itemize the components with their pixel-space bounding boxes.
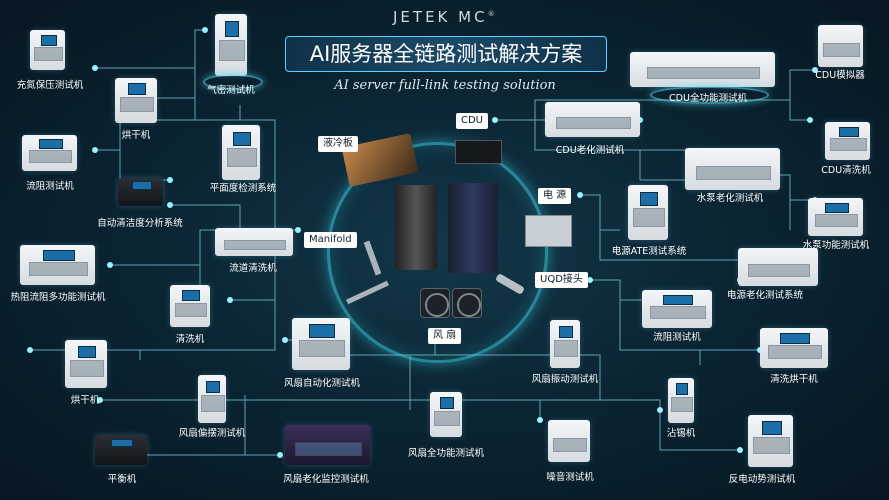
connector-dot <box>577 192 583 198</box>
connector-dot <box>27 347 33 353</box>
connector-dot <box>812 67 818 73</box>
connector-dot <box>92 147 98 153</box>
machine-image <box>685 148 780 190</box>
connector-dot <box>737 447 743 453</box>
machine-image <box>115 78 157 123</box>
server-rack-image <box>448 183 498 273</box>
connector-dot <box>295 227 301 233</box>
machine-image <box>285 425 370 465</box>
label-flow-channel-cleaner: 流道清洗机 <box>229 263 277 274</box>
label-power-ate-test-system: 电源ATE测试系统 <box>611 246 687 257</box>
machine-image <box>630 52 775 87</box>
cdu-module-image <box>455 140 502 164</box>
page-subtitle: AI server full-link testing solution <box>334 78 556 93</box>
machine-image <box>22 135 77 171</box>
machine-image <box>808 198 863 236</box>
connector-dot <box>167 202 173 208</box>
machine-image <box>760 328 828 368</box>
label-nitrogen-pressure-tester: 充氮保压测试机 <box>16 80 84 91</box>
connector-dot <box>282 337 288 343</box>
machine-image <box>20 245 95 285</box>
machine-image <box>825 122 870 160</box>
machine-image <box>30 30 65 70</box>
machine-image <box>748 415 793 467</box>
fan-image <box>420 288 450 318</box>
machine-image <box>430 392 462 437</box>
registered-mark: ® <box>487 10 498 18</box>
machine-image <box>738 248 818 286</box>
connector-dot <box>657 407 663 413</box>
connector-dot <box>97 397 103 403</box>
brand-logo: JETEK MC® <box>393 8 498 26</box>
label-back-emf-tester: 反电动势测试机 <box>728 474 796 485</box>
section-cdu: CDU <box>456 113 489 129</box>
label-fan-auto-tester: 风扇自动化测试机 <box>283 378 361 389</box>
section-uqd: UQD接头 <box>535 272 588 288</box>
page-title: AI服务器全链路测试解决方案 <box>285 36 607 72</box>
connector-dot <box>167 177 173 183</box>
section-power: 电 源 <box>538 188 572 204</box>
connector-dot <box>492 117 498 123</box>
machine-image <box>170 285 210 327</box>
label-hot-flow-resistance-multi-tester: 热阻流阻多功能测试机 <box>10 292 106 303</box>
label-noise-tester: 噪音测试机 <box>546 472 594 483</box>
label-flatness-detection-system: 平面度检测系统 <box>209 183 277 194</box>
fan-image <box>452 288 482 318</box>
center-ring <box>327 142 548 363</box>
label-fan-aging-monitor-tester: 风扇老化监控测试机 <box>283 474 369 485</box>
machine-image <box>642 290 712 328</box>
label-cdu-aging-tester: CDU老化测试机 <box>555 145 625 156</box>
label-fan-vibration-tester: 风扇振动测试机 <box>531 374 599 385</box>
machine-image <box>65 340 107 388</box>
label-balancing-machine: 平衡机 <box>107 474 137 485</box>
machine-image <box>668 378 694 423</box>
label-flow-resistance-tester-left: 流阻测试机 <box>26 181 74 192</box>
label-cleaning-machine: 清洗机 <box>175 334 205 345</box>
power-supply-image <box>525 215 572 247</box>
brand-logo-text: JETEK MC <box>393 8 488 26</box>
label-dryer-top: 烘干机 <box>121 130 151 141</box>
machine-image <box>548 420 590 462</box>
machine-image <box>222 125 260 180</box>
connector-dot <box>202 27 208 33</box>
section-manifold: Manifold <box>304 232 357 248</box>
label-power-aging-test-system: 电源老化测试系统 <box>726 290 804 301</box>
connector-dot <box>537 417 543 423</box>
connector-dot <box>107 262 113 268</box>
label-pump-function-tester: 水泵功能测试机 <box>802 240 870 251</box>
connector-dot <box>92 65 98 71</box>
machine-image <box>550 320 580 368</box>
label-airtight-tester: 气密测试机 <box>207 85 255 96</box>
label-cdu-full-function-tester: CDU全功能测试机 <box>669 93 747 104</box>
connector-dot <box>587 277 593 283</box>
label-pump-aging-tester: 水泵老化测试机 <box>696 193 764 204</box>
machine-image <box>545 102 640 137</box>
machine-image <box>95 435 147 465</box>
glow-base <box>203 74 263 90</box>
machine-image <box>118 178 163 206</box>
machine-image <box>628 185 668 240</box>
label-cleaning-dryer: 清洗烘干机 <box>770 374 818 385</box>
label-cdu-simulator: CDU模拟器 <box>815 70 865 81</box>
connector-dot <box>277 452 283 458</box>
label-tin-dipping-machine: 沾锡机 <box>666 428 696 439</box>
server-rack-image <box>395 185 437 270</box>
machine-image <box>818 25 863 67</box>
section-fan: 风 扇 <box>428 328 462 344</box>
machine-image <box>292 318 350 370</box>
label-flow-resistance-tester-right: 流阻测试机 <box>653 332 701 343</box>
machine-image <box>215 228 293 256</box>
label-dryer-bottom: 烘干机 <box>70 395 100 406</box>
machine-image <box>198 375 226 423</box>
machine-image <box>215 14 247 76</box>
section-cold-plate: 液冷板 <box>318 136 358 152</box>
label-fan-full-function-tester: 风扇全功能测试机 <box>407 448 485 459</box>
label-fan-swing-tester: 风扇偏摆测试机 <box>178 428 246 439</box>
label-auto-cleanliness-analysis: 自动清洁度分析系统 <box>97 218 183 229</box>
glow-base <box>650 86 769 104</box>
connector-dot <box>807 117 813 123</box>
connector-dot <box>227 297 233 303</box>
label-cdu-cleaning-machine: CDU清洗机 <box>821 165 871 176</box>
